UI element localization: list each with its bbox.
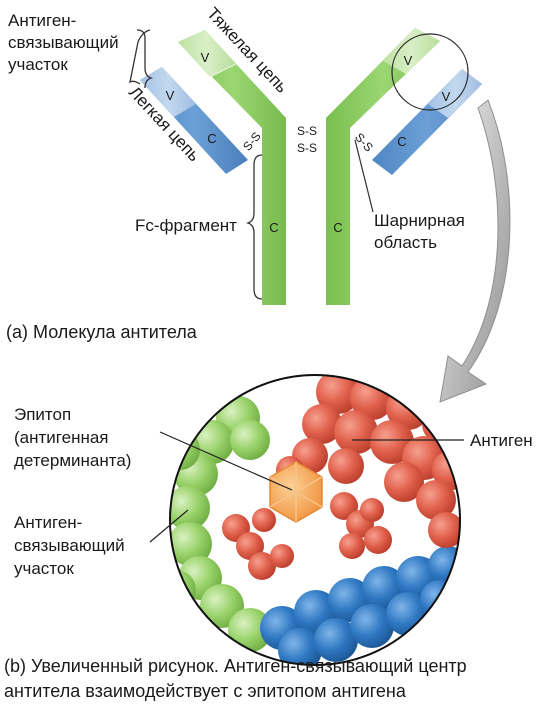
- caption-b-line1: (b) Увеличенный рисунок. Антиген-связыва…: [4, 656, 467, 676]
- zoom-circle: [391, 33, 469, 111]
- label-binding-site-2: связывающий: [14, 536, 125, 555]
- heavy-chain-right: [326, 28, 440, 305]
- antibody-molecule: V V C C C V V C S-S S-S S-S S-S: [140, 28, 482, 305]
- zoom-arrow: [439, 99, 511, 403]
- epitope-pointer: [159, 431, 293, 491]
- label-hinge-1: Шарнирная: [374, 211, 465, 230]
- label-antigen-binding-1: Антиген-: [8, 11, 76, 30]
- label-binding-site-1: Антиген-: [14, 513, 82, 532]
- label-epitope-2: (антигенная: [14, 428, 109, 447]
- segment-c-light-left: C: [207, 131, 216, 146]
- label-binding-site-3: участок: [14, 559, 74, 578]
- heavy-chain-left: [178, 30, 286, 305]
- bracket-antigen-binding-curve: [129, 29, 151, 85]
- segment-c-heavy-right: C: [333, 220, 342, 235]
- segment-v-heavy-left: V: [201, 50, 210, 65]
- disulfide-bond-left: S-S: [240, 129, 264, 153]
- binding-site-pointer: [149, 509, 189, 543]
- light-chain-left: [140, 67, 248, 174]
- caption-b-line2: антитела взаимодействует с эпитопом анти…: [4, 681, 407, 701]
- disulfide-bond-1: S-S: [297, 124, 317, 138]
- label-hinge-2: область: [374, 233, 437, 252]
- segment-v-light-left: V: [166, 88, 175, 103]
- hinge-pointer: [354, 139, 374, 213]
- antibody-spheres: [170, 396, 272, 652]
- disulfide-bond-2: S-S: [297, 141, 317, 155]
- label-antigen-binding-2: связывающий: [8, 33, 119, 52]
- light-chain-right: [372, 69, 482, 175]
- segment-c-heavy-left: C: [269, 220, 278, 235]
- label-antigen-binding-3: участок: [8, 55, 68, 74]
- bracket-fc-fragment: [245, 154, 263, 300]
- label-epitope-3: детерминанта): [14, 451, 131, 470]
- bracket-antigen-binding: [136, 29, 154, 89]
- label-epitope-1: Эпитоп: [14, 405, 71, 424]
- segment-v-heavy-right: V: [404, 53, 413, 68]
- zoom-circle-large: [169, 374, 461, 666]
- label-fc-fragment: Fc-фрагмент: [135, 216, 237, 235]
- epitope-hexagon: [269, 461, 323, 523]
- caption-a: (а) Молекула антитела: [6, 322, 198, 342]
- label-antigen: Антиген: [470, 431, 533, 450]
- segment-c-light-right: C: [397, 134, 406, 149]
- segment-v-light-right: V: [442, 89, 451, 104]
- zoomed-binding-view: [169, 374, 461, 666]
